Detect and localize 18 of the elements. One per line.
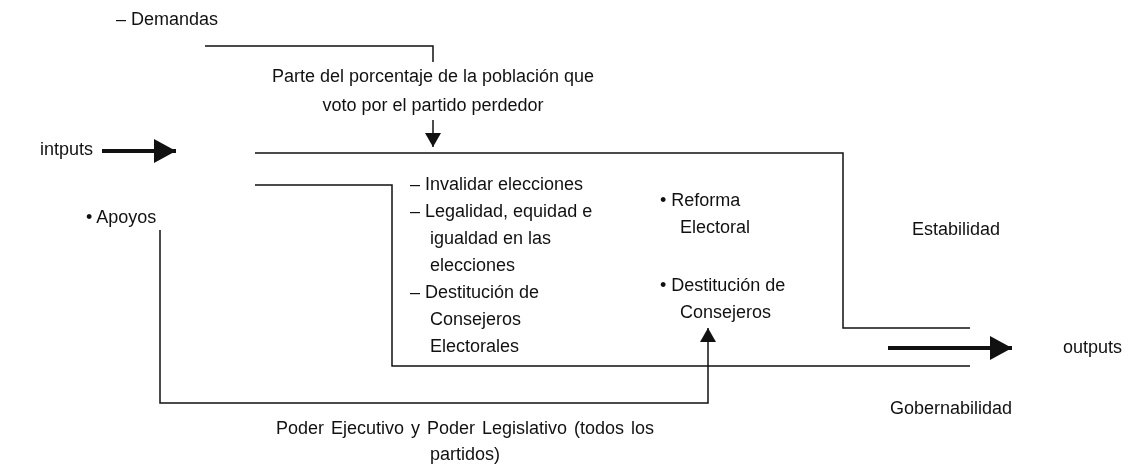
output-label: Gobernabilidad [890,397,1013,420]
arrow [102,139,176,163]
node-text: • Destitución de Consejeros [660,274,787,324]
node-text: • Apoyos [86,206,158,229]
arrow [159,229,716,404]
arrow [425,119,441,148]
output-label: Estabilidad [912,218,1001,241]
list-item-text: – Invalidar elecciones [410,173,585,196]
connector-line [204,45,434,63]
list-item-text: – Legalidad, equidad e igualdad en las elecciones [410,200,594,277]
list-item-text: • Reforma Electoral [660,189,752,239]
edge-label: Poder Ejecutivo y Poder Legislativo (todos los partidos) [274,417,656,466]
node-text: – Demandas [116,8,220,31]
node-text: intputs [40,138,95,161]
node-text: outputs [1063,336,1124,359]
arrow [888,336,1012,360]
list-item-text: – Destitución de Consejeros Electorales [410,281,541,358]
node-text: Parte del porcentaje de la población que voto por el partido perdedor [270,65,596,117]
